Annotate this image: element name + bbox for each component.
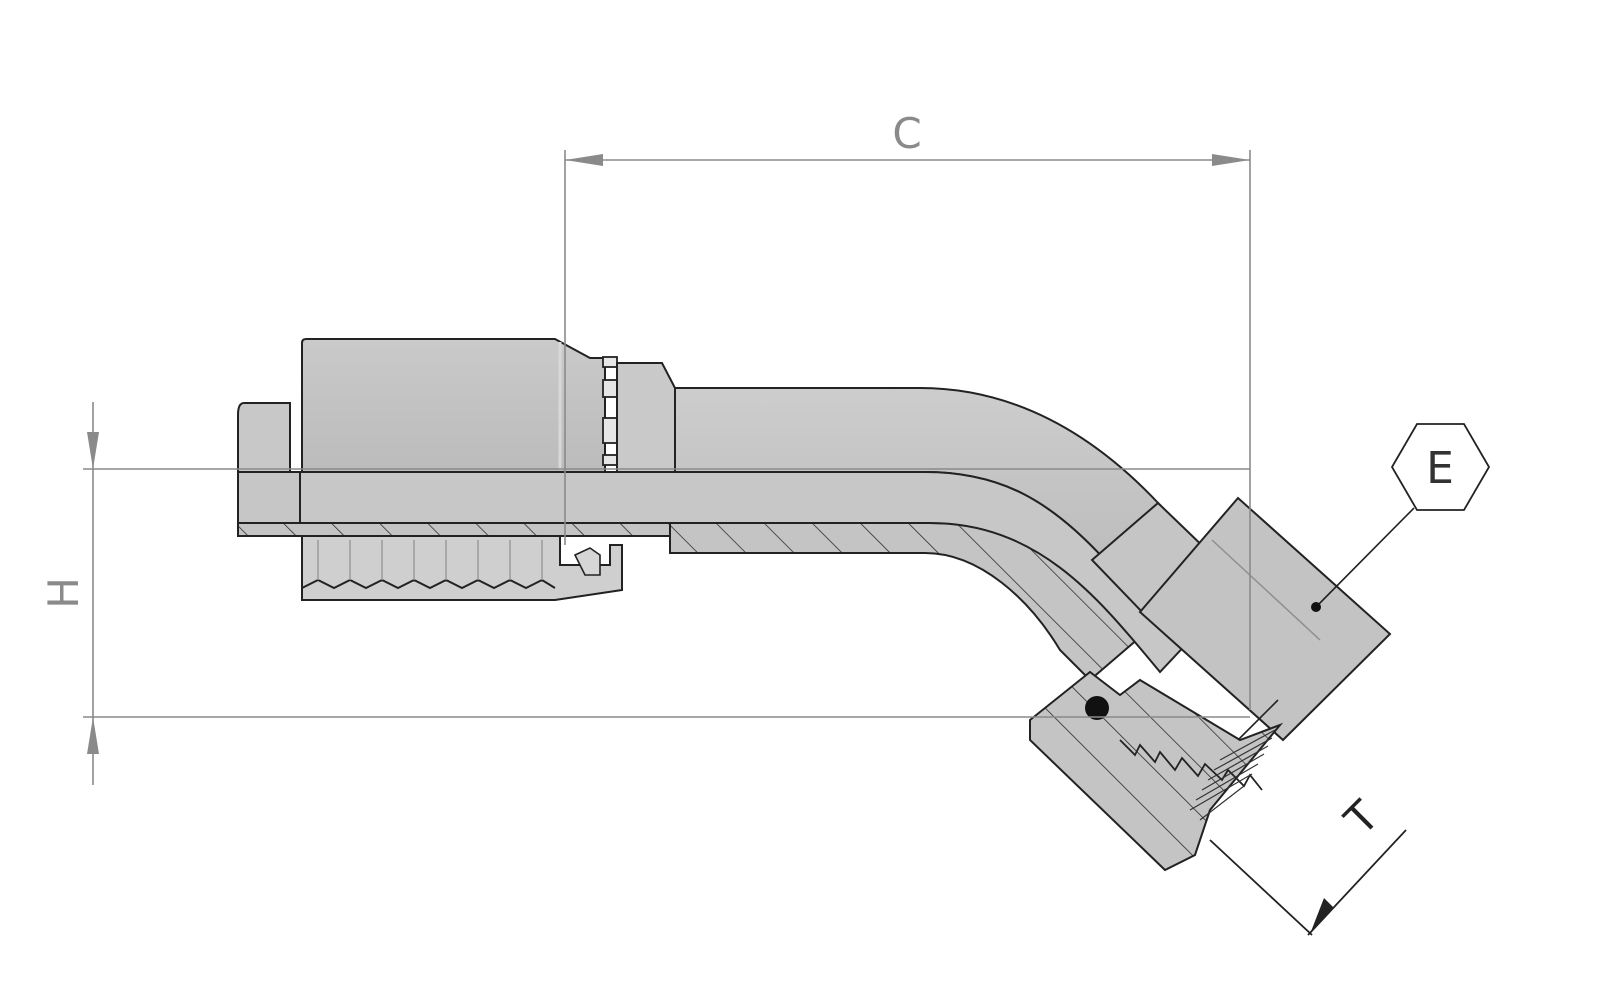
sealing-ball [1085,696,1109,720]
hex-size-callout [1311,423,1491,612]
dimension-h [83,402,1250,785]
hex-callout-frame [1390,423,1491,511]
stem-nipple [237,402,291,473]
swivel-nut-assembly [1029,496,1392,872]
exterior-view [237,338,1192,674]
dimension-t-label: T [1335,791,1389,845]
dimension-c [564,150,1251,710]
ferrule-body [301,338,606,473]
stem-nipple-lower [237,471,303,524]
dimension-t [1209,829,1407,936]
hex-callout-label: E [1426,443,1454,494]
section-view [237,522,1162,682]
swivel-hex-nut [1138,496,1392,742]
ferrule-serrations [301,578,556,590]
dimension-h-label: H [39,577,88,609]
dimension-c-label: C [892,109,921,158]
tube-bore-lower [299,471,1192,674]
ferrule-lock-detail [573,547,601,576]
stem-collar [616,362,676,473]
nut-threads [1119,739,1263,791]
nut-section [1029,670,1284,872]
ferrule-crimp-tabs [602,356,618,466]
